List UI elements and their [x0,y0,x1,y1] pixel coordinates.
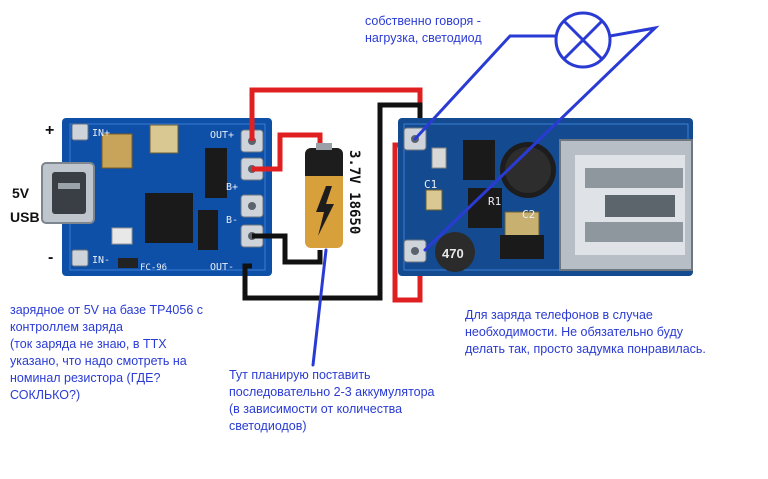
in-minus-label: IN- [92,255,110,266]
battery-pointer [311,248,328,367]
lamp-icon [554,11,612,69]
b-minus-label: B- [226,215,238,226]
in-plus-label: IN+ [92,128,110,139]
part-label: FC-96 [140,263,167,273]
note-load: собственно говоря - нагрузка, светодиод [365,14,482,45]
r1-label: R1 [488,195,501,208]
lamp-wire-left [413,34,558,141]
charger-board: IN+ IN- OUT+ B+ B- OUT- FC-96 [41,118,272,276]
annotation-lines [311,25,660,367]
note-phones: Для заряда телефонов в случае необходимо… [465,308,706,356]
plus-sign: + [45,122,54,139]
inductor [435,232,475,272]
b-plus-label: B+ [226,182,238,193]
out-minus-label: OUT- [210,262,234,273]
black-wire-out [242,102,423,301]
wires [242,87,423,303]
c2-label: C2 [522,208,535,221]
red-wire-battery [252,132,323,172]
red-wire-out [249,87,423,303]
lightning-icon [316,186,334,236]
micro-usb-port [41,162,95,224]
usb-a-port [559,139,693,271]
note-batteries: Тут планирую поставить последовательно 2… [229,368,435,433]
black-wire-battery [252,233,323,265]
usb-label: USB [10,209,40,225]
tp4056-chip [145,193,193,243]
battery-label: 3.7V 18650 [346,150,362,234]
inductor-label: 470 [442,246,464,261]
battery-18650: 3.7V 18650 [305,143,362,248]
c1-label: C1 [424,178,437,191]
boost-board: 470 C1 C2 R1 [398,118,693,276]
input-voltage-label: 5V [12,185,30,201]
note-charger: зарядное от 5V на базе TP4056 с контролл… [10,303,204,402]
out-plus-label: OUT+ [210,130,234,141]
lamp-wire-right [423,25,660,252]
minus-sign: - [48,249,53,266]
